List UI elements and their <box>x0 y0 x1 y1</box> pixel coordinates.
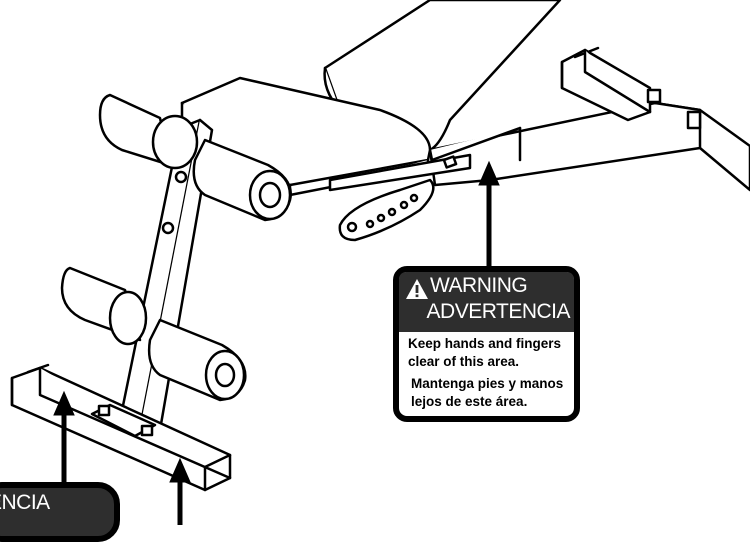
arrow-to-front-foot <box>53 390 75 490</box>
partial-warning-label: ENCIA <box>0 482 120 542</box>
warning-header: WARNING ADVERTENCIA <box>399 272 574 332</box>
upper-roller <box>98 93 292 222</box>
warning-title-en: WARNING <box>430 274 528 297</box>
lower-roller <box>60 266 247 402</box>
warning-text-es-1: Mantenga pies y manos <box>411 376 564 391</box>
warning-label: WARNING ADVERTENCIA Keep hands and finge… <box>393 266 580 422</box>
arrow-to-front-tube <box>169 457 191 525</box>
bench-drawing <box>10 0 750 525</box>
partial-warning-text: ENCIA <box>0 491 50 514</box>
warning-text-en-2: clear of this area. <box>408 354 520 369</box>
warning-title-es: ADVERTENCIA <box>426 300 571 323</box>
rear-frame-tube <box>428 101 750 192</box>
adjustment-bracket <box>338 155 458 242</box>
arrow-to-frame <box>478 160 500 268</box>
warning-text-en-1: Keep hands and fingers <box>408 336 562 351</box>
warning-triangle-icon <box>406 279 428 299</box>
warning-text-es-2: lejos de este área. <box>411 394 528 409</box>
rear-right-foot <box>560 46 702 130</box>
